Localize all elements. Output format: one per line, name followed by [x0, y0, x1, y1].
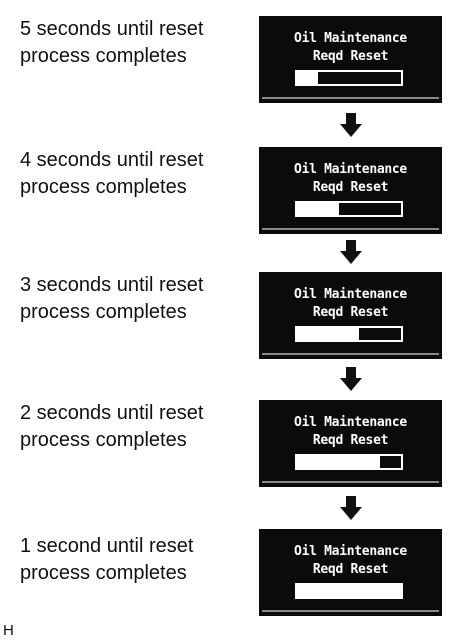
down-arrow-icon-2 — [340, 240, 362, 264]
step-5-label: 1 second until reset process completes — [20, 533, 252, 587]
step-1-progress-fill — [297, 72, 318, 84]
step-2-label-line-1: 4 seconds until reset — [20, 149, 204, 171]
step-2-display-panel: Oil Maintenance Reqd Reset — [259, 147, 442, 234]
step-4-panel-base-line — [262, 481, 439, 483]
down-arrow-icon-4 — [340, 496, 362, 520]
figure-id-mark: H — [3, 622, 14, 639]
step-3-panel-base-line — [262, 353, 439, 355]
down-arrow-icon-1 — [340, 113, 362, 137]
step-5-display-panel: Oil Maintenance Reqd Reset — [259, 529, 442, 616]
step-1-display-panel: Oil Maintenance Reqd Reset — [259, 16, 442, 103]
step-4-display-title-line-1: Oil Maintenance — [294, 415, 407, 430]
step-2-display-title-line-1: Oil Maintenance — [294, 162, 407, 177]
step-3-progress-bar — [295, 326, 403, 342]
step-3-display-title-line-2: Reqd Reset — [312, 305, 389, 320]
step-1-panel-base-line — [262, 97, 439, 99]
step-5-label-line-2: process completes — [20, 562, 187, 584]
step-4-label-line-1: 2 seconds until reset — [20, 402, 204, 424]
step-5-display-title-line-2: Reqd Reset — [312, 562, 389, 577]
down-arrow-icon-3 — [340, 367, 362, 391]
step-4-label: 2 seconds until reset process completes — [20, 400, 252, 454]
step-3-label: 3 seconds until reset process completes — [20, 272, 252, 326]
step-3-display-panel: Oil Maintenance Reqd Reset — [259, 272, 442, 359]
step-1-label: 5 seconds until reset process completes — [20, 16, 252, 70]
step-2-label-line-2: process completes — [20, 176, 187, 198]
step-5-display-title-line-1: Oil Maintenance — [294, 544, 407, 559]
step-3-progress-fill — [297, 328, 360, 340]
step-5-label-line-1: 1 second until reset — [20, 535, 194, 557]
step-3-label-line-1: 3 seconds until reset — [20, 274, 204, 296]
step-1-progress-bar — [295, 70, 403, 86]
step-4-progress-fill — [297, 456, 381, 468]
step-4-label-line-2: process completes — [20, 429, 187, 451]
step-5-panel-base-line — [262, 610, 439, 612]
step-1-display-title-line-1: Oil Maintenance — [294, 31, 407, 46]
step-4-display-title-line-2: Reqd Reset — [312, 433, 389, 448]
step-1-label-line-2: process completes — [20, 45, 187, 67]
step-1-display-title-line-2: Reqd Reset — [312, 49, 389, 64]
step-5-progress-fill — [297, 585, 401, 597]
step-2-progress-bar — [295, 201, 403, 217]
step-3-label-line-2: process completes — [20, 301, 187, 323]
step-2-label: 4 seconds until reset process completes — [20, 147, 252, 201]
step-4-display-panel: Oil Maintenance Reqd Reset — [259, 400, 442, 487]
step-2-display-title-line-2: Reqd Reset — [312, 180, 389, 195]
step-2-panel-base-line — [262, 228, 439, 230]
step-4-progress-bar — [295, 454, 403, 470]
step-5-progress-bar — [295, 583, 403, 599]
step-2-progress-fill — [297, 203, 339, 215]
step-3-display-title-line-1: Oil Maintenance — [294, 287, 407, 302]
step-1-label-line-1: 5 seconds until reset — [20, 18, 204, 40]
